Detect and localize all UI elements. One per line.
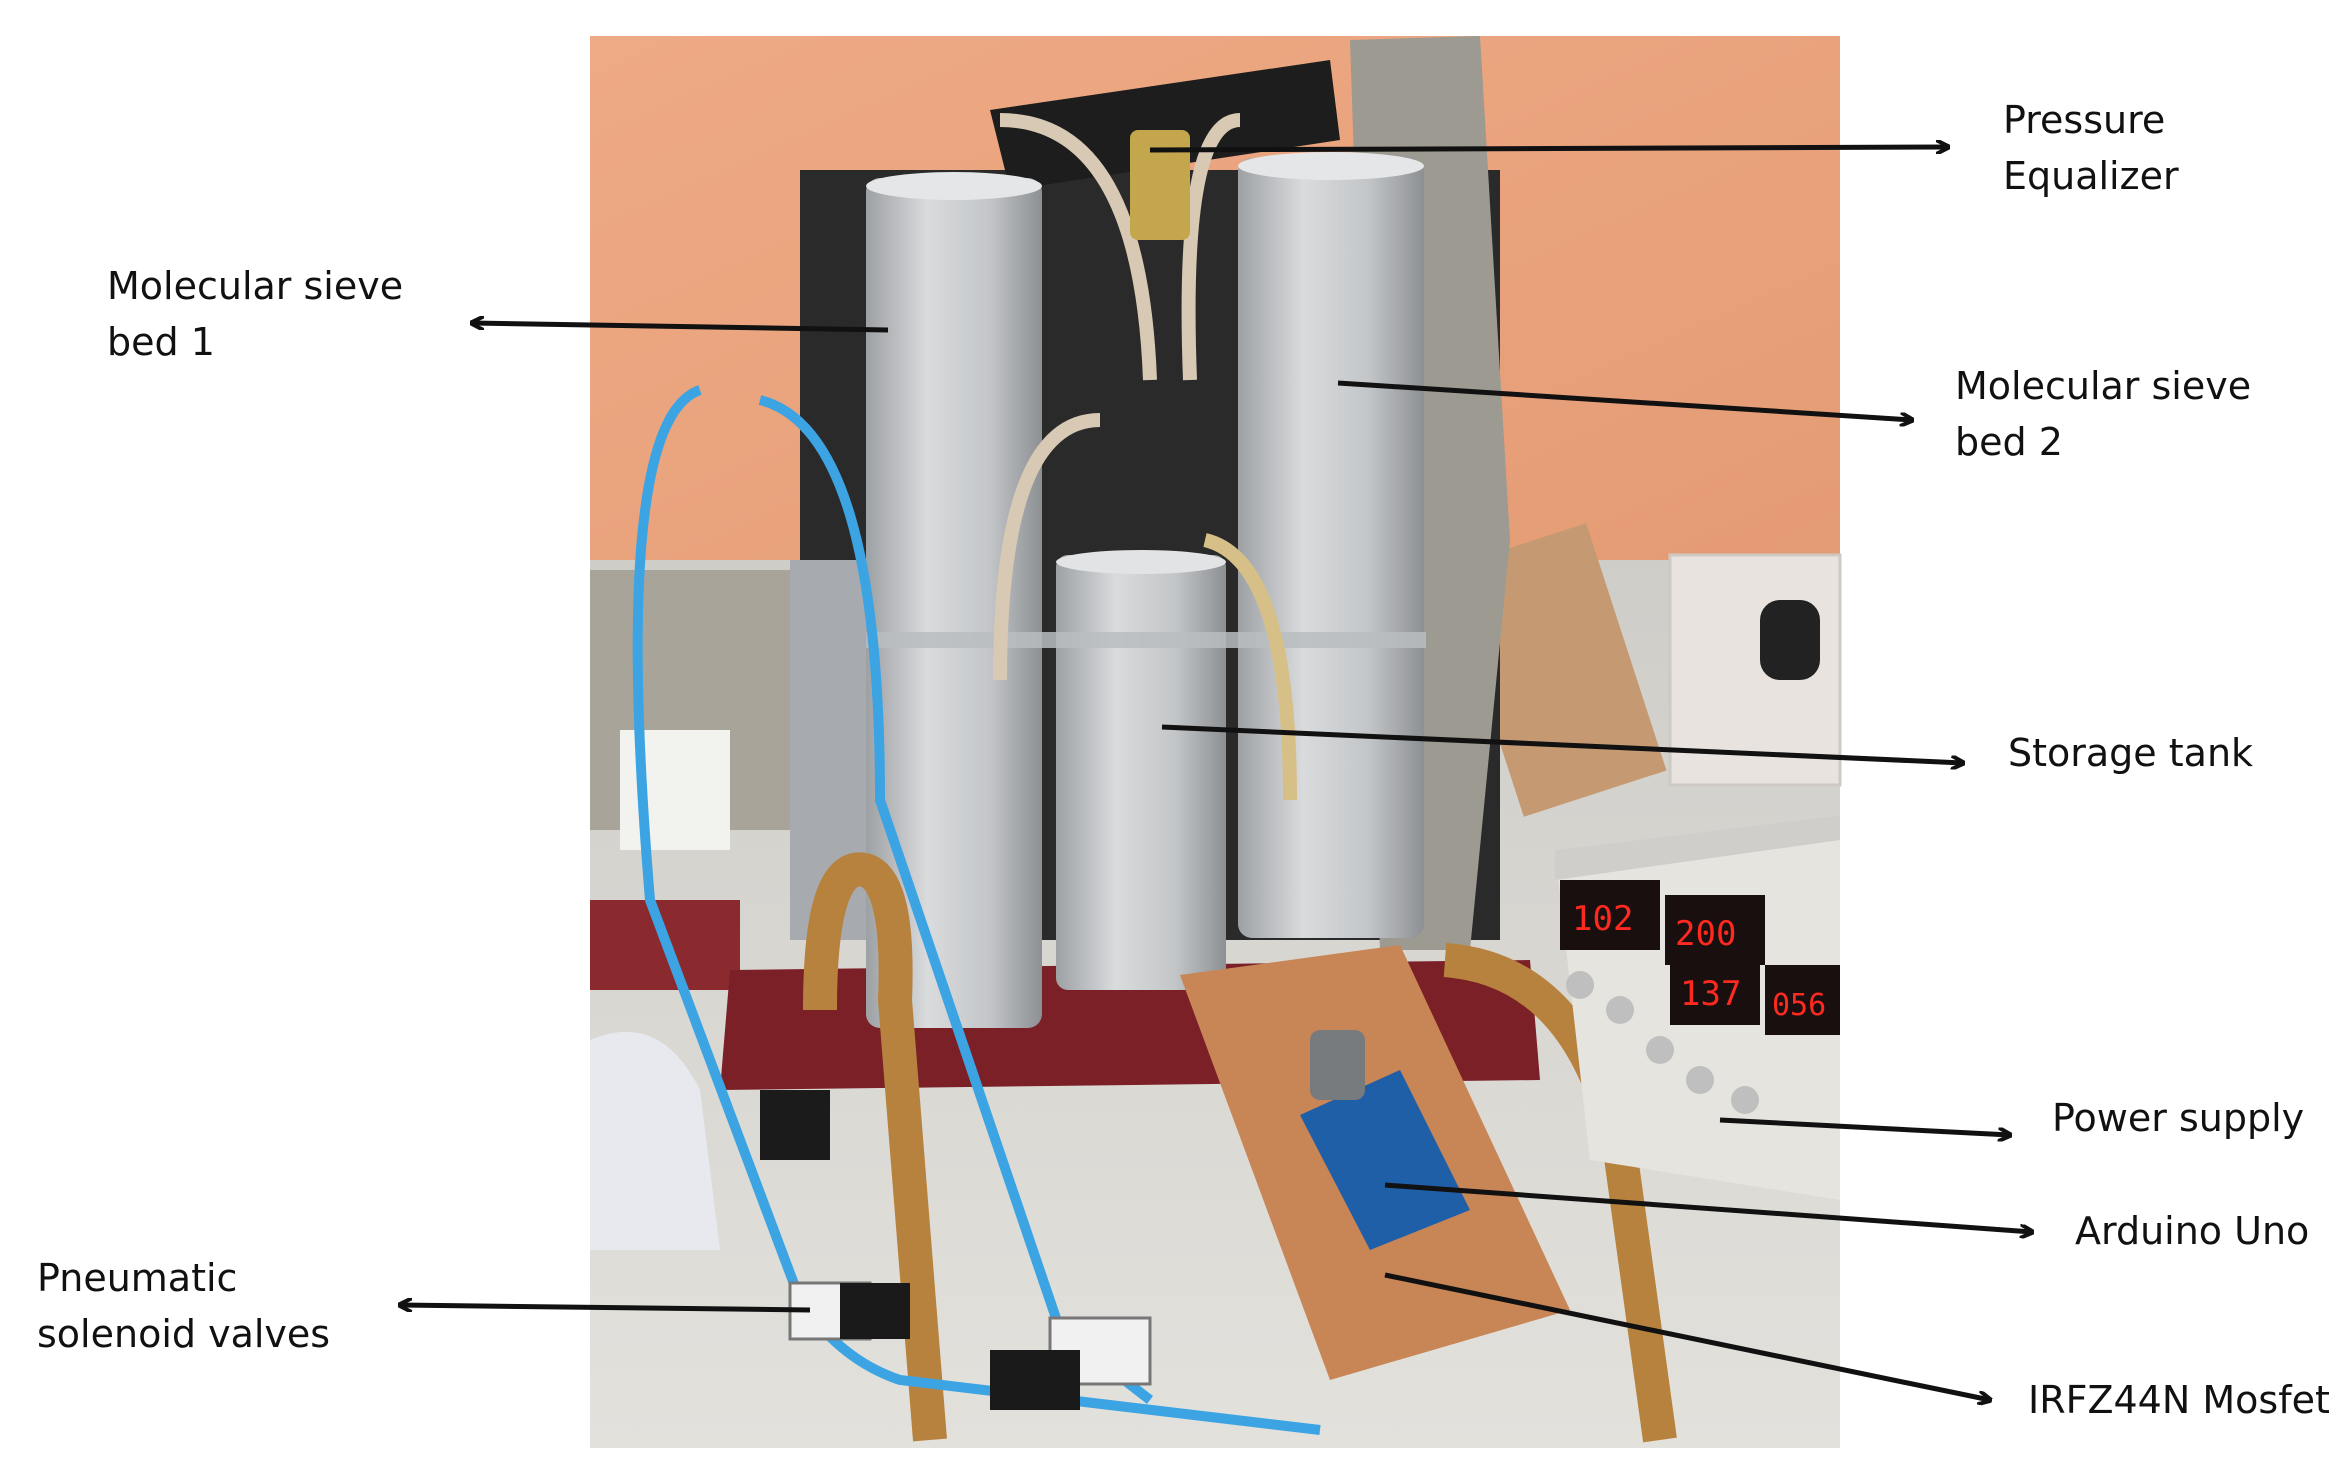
storage-tank-cylinder [1056,555,1226,990]
psu-display-2: 200 [1675,914,1736,954]
blue-tube-1 [632,385,1321,1435]
arrow-arduino-uno [1384,1182,2032,1232]
callout-arrows [400,147,2032,1400]
arrow-pneumatic-valves [400,1305,811,1313]
label-pressure-equalizer-line1: Pressure [2003,98,2166,142]
label-pressure-equalizer-line2: Equalizer [2003,154,2179,198]
label-power-supply: Power supply [2052,1090,2304,1146]
label-sieve-bed-1-line2: bed 1 [107,320,215,364]
arduino-board [1300,1070,1470,1250]
psu-display-3: 137 [1680,974,1741,1014]
photo: 102 200 137 056 [590,36,1842,1448]
arrow-sieve-bed-1 [472,323,889,333]
arrow-power-supply [1719,1117,2010,1135]
label-pneumatic-valves-line1: Pneumatic [37,1256,238,1300]
psu-display-4: 056 [1772,988,1826,1023]
brown-hose-left [803,852,947,1442]
label-storage-tank: Storage tank [2008,725,2253,781]
blue-tube-2 [758,395,1154,1404]
label-arduino-uno-line1: Arduino Uno [2075,1209,2310,1253]
label-storage-tank-line1: Storage tank [2008,731,2254,775]
arrow-pressure-equalizer [1149,147,1948,150]
label-sieve-bed-1-line1: Molecular sieve [107,264,404,308]
label-arduino-uno: Arduino Uno [2075,1203,2309,1259]
arrow-storage-tank [1161,724,1963,763]
label-sieve-bed-1: Molecular sieve bed 1 [107,258,403,370]
arrow-sieve-bed-2 [1337,380,1912,420]
arrow-mosfet [1384,1272,1990,1400]
label-sieve-bed-2-line2: bed 2 [1955,420,2063,464]
label-sieve-bed-2-line1: Molecular sieve [1955,364,2252,408]
label-pressure-equalizer: Pressure Equalizer [2003,92,2179,204]
pressure-equalizer-valve [1130,130,1190,240]
label-power-supply-line1: Power supply [2052,1096,2305,1140]
psu-display-1: 102 [1572,899,1633,939]
label-pneumatic-valves-line2: solenoid valves [37,1312,331,1356]
label-mosfet: IRFZ44N Mosfet [2028,1372,2330,1428]
sieve-bed-1 [866,178,1042,1028]
label-sieve-bed-2: Molecular sieve bed 2 [1955,358,2251,470]
label-mosfet-line1: IRFZ44N Mosfet [2028,1378,2330,1422]
label-pneumatic-valves: Pneumatic solenoid valves [37,1250,330,1362]
power-supply-unit: 102 200 137 056 [1555,815,1840,1200]
sieve-bed-2 [1238,158,1424,938]
